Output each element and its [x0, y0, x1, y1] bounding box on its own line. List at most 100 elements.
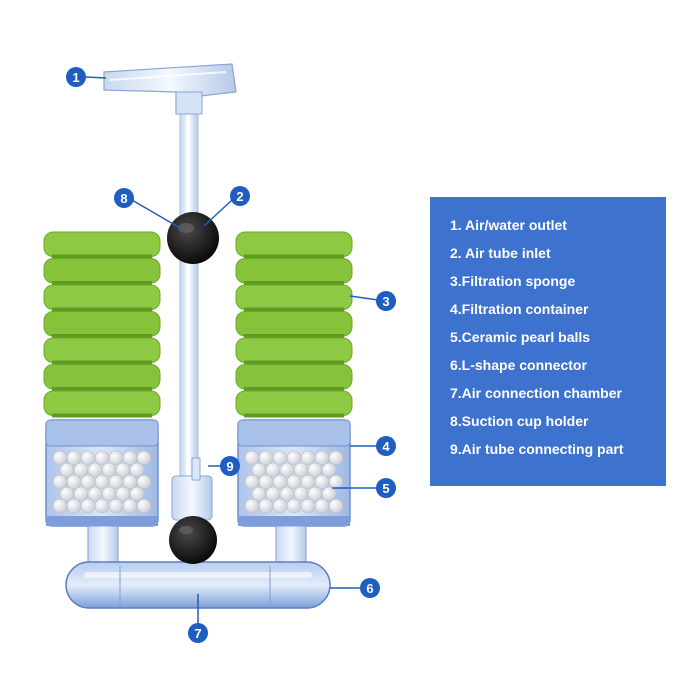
legend-item: 8.Suction cup holder: [450, 413, 589, 429]
sponge-ring: [43, 364, 161, 390]
right-neck-connector: [275, 525, 307, 567]
sponge-groove: [244, 307, 344, 312]
ceramic-ball: [52, 498, 68, 514]
ceramic-ball: [251, 462, 267, 478]
sponge-groove: [52, 387, 152, 391]
ceramic-ball: [101, 486, 117, 502]
ceramic-ball: [265, 462, 281, 478]
callout-4: 4: [376, 436, 396, 456]
sponge-groove: [52, 334, 152, 338]
ceramic-ball: [328, 474, 344, 490]
ceramic-ball: [265, 486, 281, 502]
sponge-ring: [235, 364, 353, 390]
ceramic-ball: [122, 498, 138, 514]
ceramic-ball: [328, 450, 344, 466]
sponge-ring: [235, 311, 353, 337]
legend-item: 2. Air tube inlet: [450, 245, 551, 261]
sponge-ring: [235, 231, 353, 257]
ceramic-ball: [258, 450, 274, 466]
suction-cup-lower: [169, 516, 217, 564]
sponge-groove: [52, 360, 152, 365]
svg-text:5: 5: [382, 481, 389, 496]
legend-item: 1. Air/water outlet: [450, 217, 567, 233]
ceramic-ball: [108, 498, 124, 514]
ceramic-ball: [52, 474, 68, 490]
sponge-ring: [43, 390, 161, 416]
legend-item: 3.Filtration sponge: [450, 273, 576, 289]
ceramic-ball: [115, 462, 131, 478]
lift-tube-inner: [186, 110, 190, 490]
callout-9: 9: [220, 456, 240, 476]
svg-text:9: 9: [226, 459, 233, 474]
callout-1: 1: [66, 67, 86, 87]
callout-5: 5: [376, 478, 396, 498]
legend-item: 5.Ceramic pearl balls: [450, 329, 591, 345]
sponge-groove: [244, 254, 344, 259]
ceramic-ball: [94, 450, 110, 466]
ceramic-ball: [59, 486, 75, 502]
left-sponge-stack: [43, 231, 161, 418]
svg-text:4: 4: [382, 439, 390, 454]
ceramic-ball: [73, 486, 89, 502]
ceramic-ball: [122, 474, 138, 490]
sponge-groove: [52, 307, 152, 312]
legend-panel: 1. Air/water outlet 2. Air tube inlet 3.…: [430, 197, 666, 486]
ceramic-ball: [321, 486, 337, 502]
sponge-groove: [244, 413, 344, 418]
left-neck-connector: [87, 525, 119, 567]
sponge-groove: [244, 387, 344, 391]
callout-leaders: [85, 76, 379, 624]
left-ceramic-balls: [52, 450, 152, 514]
ceramic-ball: [300, 450, 316, 466]
ceramic-ball: [244, 450, 260, 466]
callout-2: 2: [230, 186, 250, 206]
ceramic-ball: [52, 450, 68, 466]
sponge-ring: [43, 311, 161, 337]
ceramic-ball: [59, 462, 75, 478]
svg-text:3: 3: [382, 294, 389, 309]
air-tube-connecting-part: [171, 457, 213, 521]
ceramic-ball: [300, 498, 316, 514]
ceramic-ball: [136, 498, 152, 514]
ceramic-ball: [129, 486, 145, 502]
svg-text:2: 2: [236, 189, 243, 204]
ceramic-ball: [328, 498, 344, 514]
ceramic-ball: [66, 474, 82, 490]
callout-7: 7: [188, 623, 208, 643]
ceramic-ball: [129, 462, 145, 478]
ceramic-ball: [307, 486, 323, 502]
ceramic-ball: [279, 486, 295, 502]
ceramic-ball: [314, 474, 330, 490]
ceramic-ball: [94, 474, 110, 490]
legend-item: 7.Air connection chamber: [450, 385, 622, 401]
ceramic-ball: [80, 474, 96, 490]
legend-item: 6.L-shape connector: [450, 357, 587, 373]
ceramic-ball: [321, 462, 337, 478]
right-filtration-container: [237, 419, 351, 527]
ceramic-ball: [258, 498, 274, 514]
ceramic-ball: [244, 474, 260, 490]
ceramic-ball: [80, 450, 96, 466]
air-water-outlet: [103, 63, 237, 115]
ceramic-ball: [279, 462, 295, 478]
ceramic-ball: [314, 450, 330, 466]
sponge-ring: [235, 337, 353, 363]
ceramic-ball: [300, 474, 316, 490]
sponge-groove: [244, 360, 344, 365]
ceramic-ball: [101, 462, 117, 478]
sponge-ring: [235, 390, 353, 416]
sponge-groove: [52, 254, 152, 259]
ceramic-ball: [293, 486, 309, 502]
ceramic-ball: [136, 450, 152, 466]
ceramic-ball: [244, 498, 260, 514]
svg-text:7: 7: [194, 626, 201, 641]
sponge-groove: [244, 281, 344, 285]
ceramic-ball: [251, 486, 267, 502]
ceramic-ball: [87, 462, 103, 478]
ceramic-ball: [80, 498, 96, 514]
sponge-ring: [43, 231, 161, 257]
right-sponge-stack: [235, 231, 353, 418]
ceramic-ball: [94, 498, 110, 514]
svg-text:8: 8: [120, 191, 127, 206]
